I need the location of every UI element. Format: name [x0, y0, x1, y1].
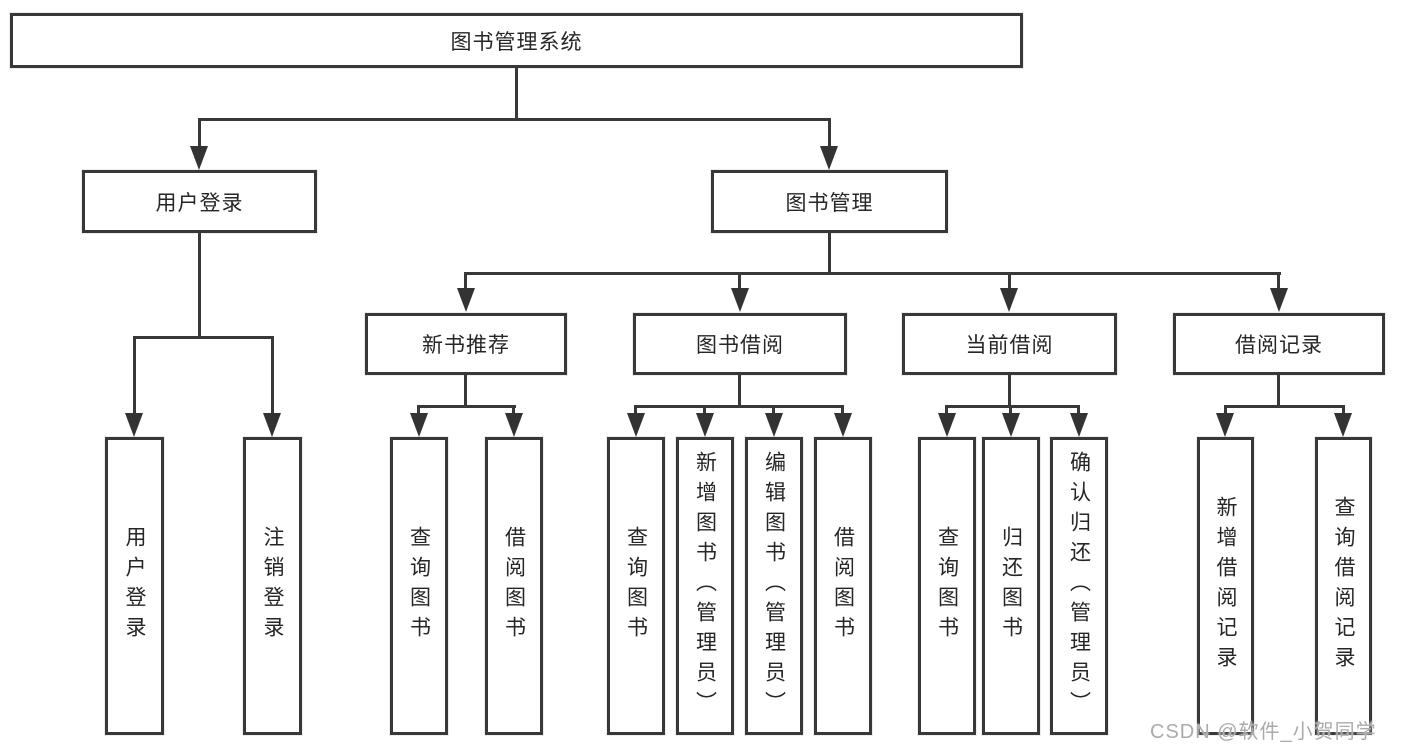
connector-bookborrow-trunk [738, 375, 741, 405]
connector-drop-newbooks [464, 272, 467, 288]
arrowhead-logout [263, 413, 281, 437]
connector-newbooks-trunk [464, 375, 467, 405]
connector-drop-currentborrow [1008, 272, 1011, 288]
leaf-query-books-newbooks: 查询图书 [390, 437, 448, 735]
node-book-borrowing: 图书借阅 [633, 313, 847, 375]
arrowhead-bb-query [627, 413, 645, 437]
arrowhead-user-login [190, 146, 208, 170]
connector-drop-br-query [1342, 405, 1345, 415]
leaf-edit-book-admin-label: 编辑图书（管理员） [762, 451, 786, 721]
leaf-return-books-label: 归还图书 [999, 526, 1023, 646]
connector-bookmgmt-trunk [828, 233, 831, 272]
connector-currentborrow-hbar [945, 405, 1080, 408]
node-borrow-records: 借阅记录 [1173, 313, 1385, 375]
connector-drop-bb-add [703, 405, 706, 415]
arrowhead-book-mgmt [820, 146, 838, 170]
leaf-borrow-books-borrowing: 借阅图书 [814, 437, 872, 735]
leaf-borrow-books-borrowing-label: 借阅图书 [831, 526, 855, 646]
connector-drop-borrowrecords [1277, 272, 1280, 288]
node-new-book-recommend: 新书推荐 [365, 313, 567, 375]
arrowhead-currentborrow [1000, 288, 1018, 312]
leaf-user-login: 用户登录 [105, 437, 164, 735]
node-root-library-system: 图书管理系统 [10, 13, 1023, 68]
connector-drop-br-add [1224, 405, 1227, 415]
connector-userlogin-trunk [198, 233, 201, 336]
leaf-query-books-borrowing: 查询图书 [607, 437, 665, 735]
leaf-query-books-borrowing-label: 查询图书 [624, 526, 648, 646]
leaf-confirm-return-admin-label: 确认归还（管理员） [1067, 451, 1091, 721]
arrowhead-br-query [1334, 413, 1352, 437]
connector-drop-bookborrow [738, 272, 741, 288]
arrowhead-borrowrecords [1270, 288, 1288, 312]
leaf-add-borrow-record: 新增借阅记录 [1197, 437, 1254, 735]
node-current-borrowing: 当前借阅 [902, 313, 1117, 375]
leaf-borrow-books-newbooks: 借阅图书 [485, 437, 543, 735]
arrowhead-br-add [1216, 413, 1234, 437]
leaf-logout: 注销登录 [243, 437, 302, 735]
arrowhead-cb-confirm [1070, 413, 1088, 437]
leaf-query-borrow-record: 查询借阅记录 [1315, 437, 1372, 735]
connector-drop-cb-query [945, 405, 948, 415]
node-book-management: 图书管理 [711, 170, 948, 233]
connector-userlogin-hbar [133, 336, 274, 339]
connector-drop-cb-confirm [1077, 405, 1080, 415]
connector-bookborrow-hbar [634, 405, 844, 408]
connector-drop-nb-borrow [512, 405, 515, 415]
connector-borrowrecords-trunk [1277, 375, 1280, 405]
node-current-borrowing-label: 当前借阅 [965, 334, 1054, 357]
node-borrow-records-label: 借阅记录 [1235, 334, 1323, 357]
leaf-logout-label: 注销登录 [261, 526, 284, 646]
leaf-add-book-admin-label: 新增图书（管理员） [693, 451, 717, 721]
arrowhead-nb-query [410, 413, 428, 437]
connector-drop-login [133, 336, 136, 413]
node-root-label: 图书管理系统 [450, 30, 583, 54]
leaf-add-book-admin: 新增图书（管理员） [676, 437, 734, 735]
leaf-query-borrow-record-label: 查询借阅记录 [1332, 496, 1355, 676]
leaf-query-books-current: 查询图书 [918, 437, 976, 735]
arrowhead-cb-query [938, 413, 956, 437]
leaf-query-books-newbooks-label: 查询图书 [407, 526, 431, 646]
connector-root-trunk [515, 68, 518, 118]
connector-drop-bb-query [634, 405, 637, 415]
connector-bookmgmt-hbar [464, 272, 1281, 275]
arrowhead-login [125, 413, 143, 437]
arrowhead-bb-edit [765, 413, 783, 437]
arrowhead-bb-add [696, 413, 714, 437]
node-user-login: 用户登录 [82, 170, 317, 233]
connector-drop-bb-borrow [841, 405, 844, 415]
connector-drop-bb-edit [772, 405, 775, 415]
connector-drop-cb-return [1009, 405, 1012, 415]
leaf-return-books: 归还图书 [982, 437, 1040, 735]
connector-root-hbar [198, 118, 831, 121]
connector-currentborrow-trunk [1008, 375, 1011, 405]
arrowhead-cb-return [1002, 413, 1020, 437]
node-book-management-label: 图书管理 [785, 191, 874, 215]
leaf-confirm-return-admin: 确认归还（管理员） [1050, 437, 1108, 735]
connector-drop-user-login [198, 118, 201, 146]
arrowhead-newbooks [457, 288, 475, 312]
leaf-edit-book-admin: 编辑图书（管理员） [745, 437, 803, 735]
csdn-watermark: CSDN @软件_小贺同学 [1150, 721, 1377, 743]
connector-borrowrecords-hbar [1224, 405, 1345, 408]
leaf-user-login-label: 用户登录 [123, 526, 146, 646]
node-user-login-label: 用户登录 [155, 191, 244, 215]
arrowhead-bb-borrow [834, 413, 852, 437]
node-new-book-recommend-label: 新书推荐 [422, 334, 510, 357]
connector-drop-logout [271, 336, 274, 413]
connector-newbooks-hbar [417, 405, 516, 408]
node-book-borrowing-label: 图书借阅 [696, 334, 784, 357]
leaf-add-borrow-record-label: 新增借阅记录 [1214, 496, 1237, 676]
arrowhead-bookborrow [731, 288, 749, 312]
connector-drop-book-mgmt [828, 118, 831, 146]
leaf-query-books-current-label: 查询图书 [935, 526, 959, 646]
connector-drop-nb-query [417, 405, 420, 415]
leaf-borrow-books-newbooks-label: 借阅图书 [502, 526, 526, 646]
arrowhead-nb-borrow [505, 413, 523, 437]
